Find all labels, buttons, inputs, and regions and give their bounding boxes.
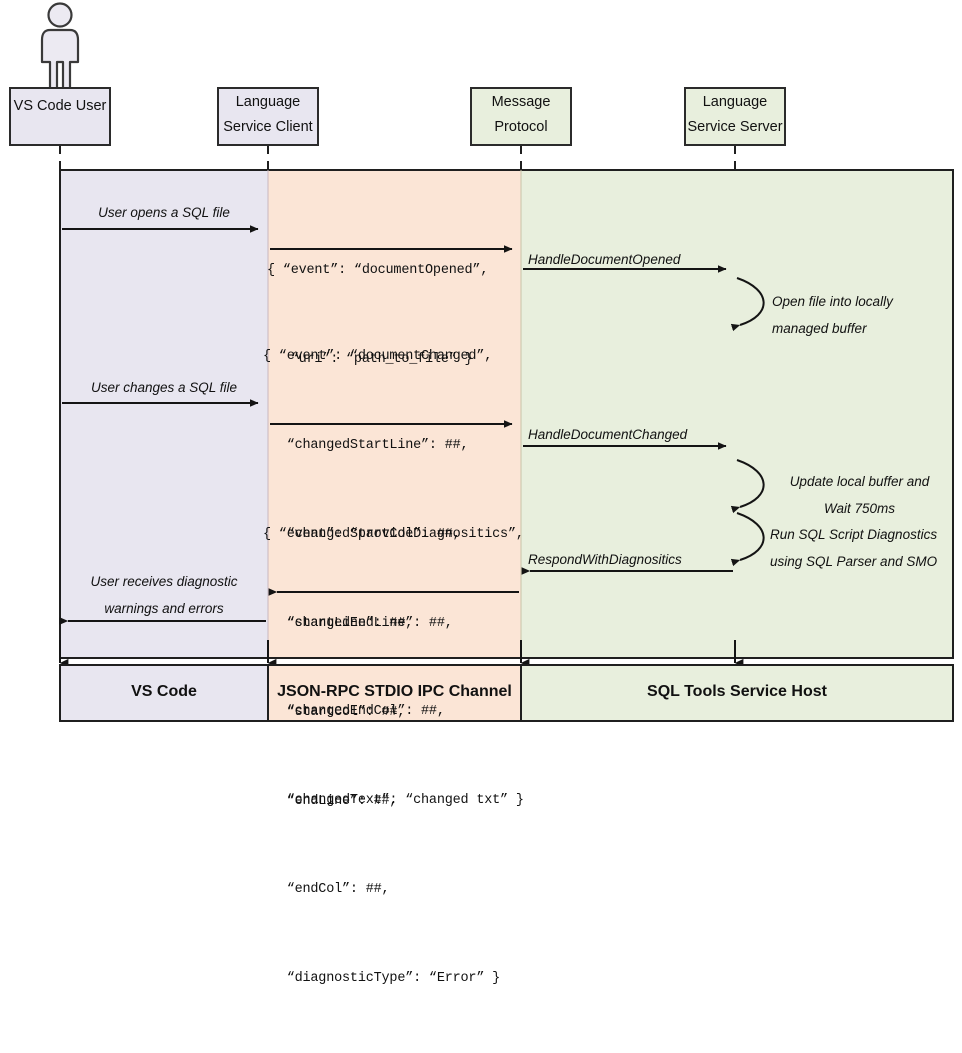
footer-label-vs-code: VS Code <box>131 683 197 700</box>
payload-line: “startLine”: ##, <box>263 615 414 631</box>
participant-language-service-client[interactable]: Language Service Client <box>218 90 318 140</box>
message-label-user-changes-sql-file: User changes a SQL file <box>90 380 238 395</box>
participant-label-line2: Service Server <box>687 119 783 135</box>
participant-label-line1: VS Code User <box>13 98 107 114</box>
note-line2: managed buffer <box>772 321 867 336</box>
sequence-diagram-canvas: VS Code User Language Service Client Mes… <box>9 2 962 986</box>
payload-document-opened: { “event”: “documentOpened”, “uri”: “pat… <box>267 197 488 434</box>
message-label-user-opens-sql-file: User opens a SQL file <box>98 205 230 220</box>
participant-language-service-server[interactable]: Language Service Server <box>685 90 785 140</box>
payload-line: “changedStartLine”: ##, <box>263 437 469 453</box>
note-line1: Run SQL Script Diagnostics <box>770 527 938 542</box>
message-label-handle-document-opened: HandleDocumentOpened <box>528 252 681 267</box>
payload-line: “endLine”: ##, <box>263 793 398 809</box>
participant-label-line1: Language <box>702 94 768 110</box>
payload-line: { “event”: “documentOpened”, <box>267 263 489 279</box>
participant-label-line2: Service Client <box>223 119 313 135</box>
note-line1: Open file into locally <box>772 294 893 309</box>
participant-message-protocol[interactable]: Message Protocol <box>471 90 571 140</box>
footer-label-sql-tools-service-host: SQL Tools Service Host <box>647 683 827 700</box>
actor-figure <box>40 2 80 92</box>
participant-label-line1: Language <box>235 94 301 110</box>
message-label-line1: User receives diagnostic <box>90 574 238 589</box>
footer-bands <box>59 664 954 722</box>
note-line2: Wait 750ms <box>823 501 896 516</box>
self-call-loops <box>730 277 765 567</box>
message-label-respond-with-diagnositics: RespondWithDiagnositics <box>528 552 682 567</box>
payload-line: { “event”: “documentChanged”, <box>263 349 493 365</box>
payload-line: “startCol”: ##, <box>263 704 406 720</box>
participant-label-line1: Message <box>491 94 551 110</box>
payload-line: “changedEndLine”: ##, <box>263 615 453 631</box>
payload-line: “endCol”: ##, <box>263 882 390 898</box>
footer-label-jsonrpc-channel: JSON-RPC STDIO IPC Channel <box>277 683 512 700</box>
message-label-line2: warnings and errors <box>104 601 224 616</box>
note-run-sql-script-diagnostics: Run SQL Script Diagnostics using SQL Par… <box>770 521 955 575</box>
diagram-vector-layer <box>9 2 954 722</box>
payload-line: “changedStartCol”: ##, <box>263 526 461 542</box>
payload-line: “diagnosticType”: “Error” } <box>263 971 501 987</box>
payload-line: { “event”: “provideDiagnositics”, <box>263 527 524 543</box>
payload-line: “uri”: “path_to_file” } <box>267 351 473 367</box>
payload-provide-diagnositics: { “event”: “provideDiagnositics”, “start… <box>263 461 524 1053</box>
message-arrows <box>59 225 733 625</box>
message-label-user-receives-diagnostics: User receives diagnostic warnings and er… <box>60 568 268 622</box>
participant-label-line2: Protocol <box>494 119 548 135</box>
swimlane-bands <box>59 169 954 659</box>
note-open-file-into-buffer: Open file into locally managed buffer <box>772 288 962 342</box>
payload-line: “changedEndCol”: ##, <box>263 704 445 720</box>
footer-entry-arrows <box>59 640 744 668</box>
participant-boxes <box>9 87 786 146</box>
note-update-buffer-wait: Update local buffer and Wait 750ms <box>772 468 947 522</box>
message-label-handle-document-changed: HandleDocumentChanged <box>528 427 688 442</box>
note-line2: using SQL Parser and SMO <box>770 554 938 569</box>
note-line1: Update local buffer and <box>789 474 930 489</box>
participant-vscode-user[interactable]: VS Code User <box>10 94 110 119</box>
